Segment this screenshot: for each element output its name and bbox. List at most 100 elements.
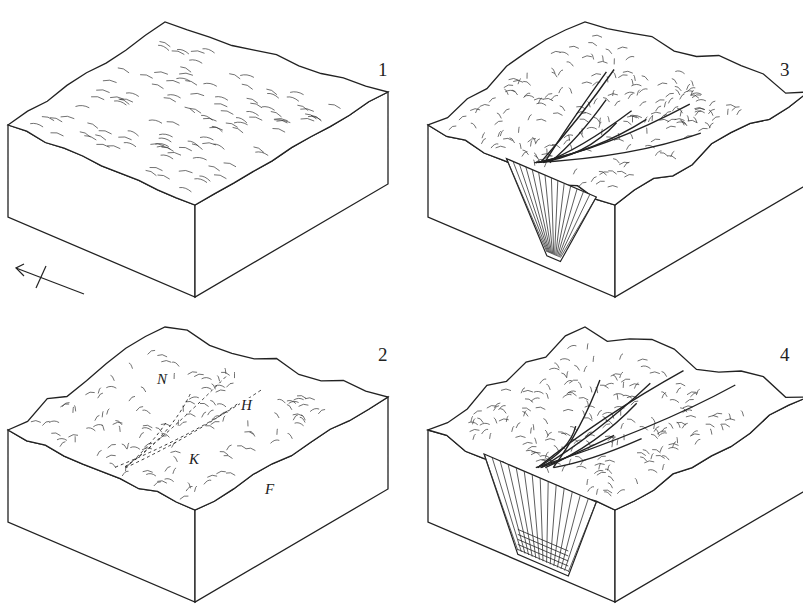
hachure xyxy=(546,393,549,399)
hachure xyxy=(614,58,615,64)
hachure xyxy=(194,374,204,377)
hachure xyxy=(627,144,632,149)
hachure xyxy=(680,94,685,99)
hachure xyxy=(68,435,78,438)
hachure xyxy=(31,421,41,423)
hachure xyxy=(188,372,197,375)
hachure xyxy=(80,132,91,137)
hachure xyxy=(509,78,519,80)
hachure xyxy=(656,106,662,111)
hachure xyxy=(186,401,195,404)
hachure xyxy=(559,88,563,94)
hachure xyxy=(568,135,569,141)
hachure xyxy=(217,404,226,407)
hachure xyxy=(154,72,168,75)
hachure xyxy=(164,98,176,102)
hachure xyxy=(627,116,637,118)
hachure xyxy=(118,68,129,73)
hachure xyxy=(221,110,234,114)
hachure xyxy=(553,113,562,116)
hachure xyxy=(501,389,511,391)
hachure xyxy=(157,355,167,357)
valley-floor xyxy=(518,539,569,561)
hachure xyxy=(499,406,506,410)
hachure xyxy=(680,120,685,125)
hachure xyxy=(160,41,171,46)
hachure xyxy=(143,470,153,472)
hachure xyxy=(600,385,609,388)
hachure xyxy=(226,473,235,476)
hachure xyxy=(499,419,509,421)
hachure xyxy=(646,128,647,134)
block-top xyxy=(8,327,388,510)
hachure xyxy=(96,90,109,93)
hachure xyxy=(680,111,682,117)
hachure xyxy=(629,384,639,386)
valley-hatch xyxy=(547,481,549,562)
hachure xyxy=(631,79,633,85)
valley-hatch xyxy=(560,197,596,258)
hachure xyxy=(669,444,679,446)
hachure xyxy=(564,380,571,384)
hachure xyxy=(545,430,548,436)
hachure xyxy=(577,466,587,468)
hachure xyxy=(563,409,573,411)
hachure xyxy=(224,455,233,458)
hachure xyxy=(223,416,225,422)
hachure xyxy=(666,93,674,97)
hachure xyxy=(523,442,533,444)
hachure xyxy=(250,431,255,436)
hachure xyxy=(741,410,744,416)
valley-floor xyxy=(518,534,569,556)
hachure xyxy=(561,373,567,378)
hachure xyxy=(732,107,740,111)
hachure xyxy=(564,140,570,145)
hachure xyxy=(651,434,658,439)
hachure xyxy=(713,413,722,416)
valley-hatch xyxy=(551,178,553,255)
hachure xyxy=(656,100,665,103)
hachure xyxy=(220,451,228,455)
hachure xyxy=(480,104,490,106)
hachure xyxy=(290,92,304,95)
hachure xyxy=(246,448,256,451)
hachure xyxy=(587,127,597,129)
hachure xyxy=(721,424,730,427)
valley-hatch xyxy=(513,161,548,252)
hachure xyxy=(522,411,528,416)
hachure xyxy=(693,117,697,123)
hachure xyxy=(551,95,558,99)
hachure xyxy=(531,452,541,455)
hachure xyxy=(598,61,608,63)
hachure xyxy=(287,405,292,410)
hachure xyxy=(721,424,724,430)
hachure xyxy=(106,455,116,458)
hachure xyxy=(98,388,101,394)
hachure xyxy=(536,407,546,409)
drainage-line xyxy=(540,70,614,163)
valley-hatch xyxy=(507,159,547,252)
hachure xyxy=(482,429,489,434)
hachure xyxy=(308,116,321,120)
hachure xyxy=(613,90,615,96)
hachure xyxy=(191,51,205,54)
hachure xyxy=(599,463,601,469)
hachure xyxy=(520,143,522,149)
hachure xyxy=(560,359,570,361)
hachure xyxy=(497,113,501,118)
hachure xyxy=(107,145,120,148)
hachure xyxy=(597,410,601,415)
hachure xyxy=(126,93,139,97)
hachure xyxy=(695,108,705,110)
hachure xyxy=(295,423,304,426)
hachure xyxy=(276,429,278,435)
hachure xyxy=(631,84,641,86)
hachure xyxy=(656,429,659,435)
hachure xyxy=(637,452,646,455)
hachure xyxy=(62,402,69,406)
hachure xyxy=(122,444,127,449)
hachure xyxy=(189,60,202,63)
hachure xyxy=(328,104,340,108)
hachure xyxy=(668,447,678,449)
hachure xyxy=(110,463,116,468)
